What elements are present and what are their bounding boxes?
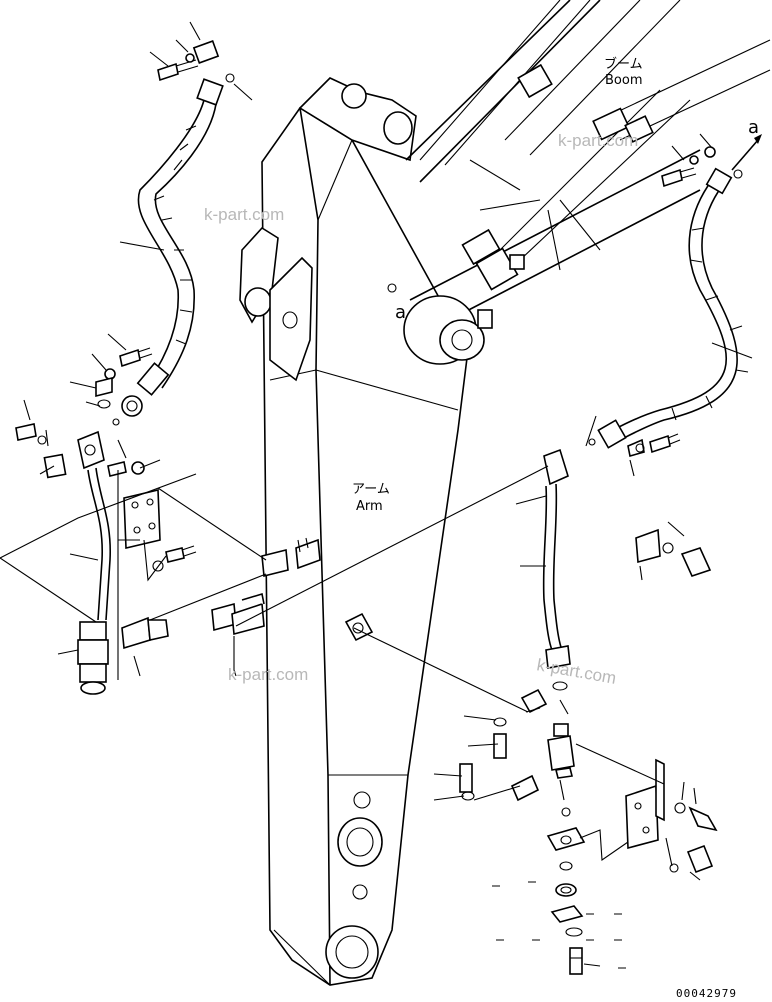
- boom-label-jp: ブーム: [604, 56, 643, 72]
- top-left-fasteners: [149, 21, 253, 101]
- arm-body: [239, 77, 469, 986]
- reference-dashes: [492, 881, 626, 969]
- leader: [711, 342, 753, 359]
- right-fasteners: [588, 433, 718, 881]
- right-lower-clamps: [433, 688, 548, 802]
- leader: [119, 241, 165, 251]
- drawing-number: 00042979: [676, 987, 737, 1000]
- view-a-callout: a: [395, 302, 406, 323]
- arm-label-en: Arm: [356, 499, 383, 514]
- watermark: k-part.com: [204, 205, 284, 224]
- top-right-fasteners: [661, 133, 743, 188]
- watermark: k-part.com: [535, 655, 617, 688]
- left-pipe-assembly: [15, 399, 161, 695]
- left-mid-fasteners: [69, 333, 153, 426]
- boom-structure: [387, 0, 771, 365]
- leader-lines-left: [0, 473, 267, 623]
- watermark: k-part.com: [228, 665, 308, 684]
- left-upper-hose: [121, 78, 224, 417]
- watermark: k-part.com: [558, 131, 638, 150]
- center-clamp-brackets: [211, 537, 321, 677]
- view-a-arrow-label: a: [748, 117, 759, 138]
- arm-label-jp: アーム: [352, 482, 390, 497]
- view-a-arrow: a: [731, 117, 762, 171]
- leader-lines-right: [235, 465, 665, 862]
- right-pipe-assembly: [515, 415, 635, 975]
- right-upper-hose: [597, 167, 749, 449]
- boom-label-en: Boom: [605, 73, 643, 88]
- left-plate-clamps: [117, 470, 197, 680]
